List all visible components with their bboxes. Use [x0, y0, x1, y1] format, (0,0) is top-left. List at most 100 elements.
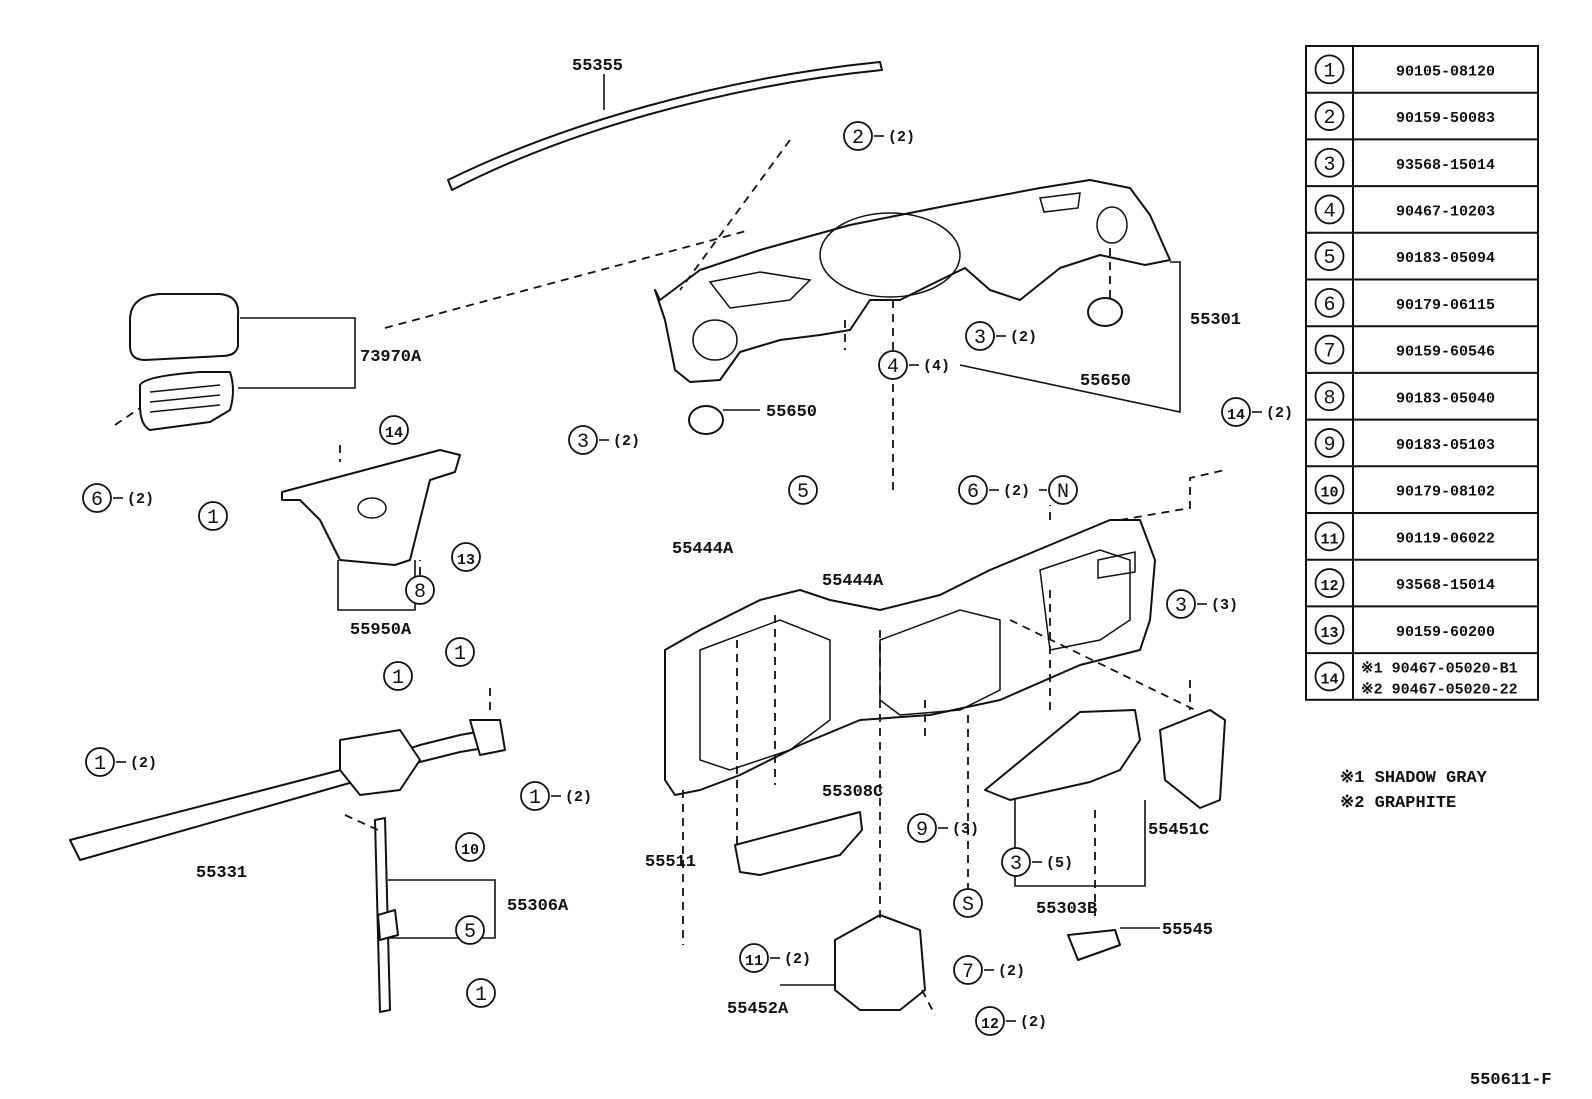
callout-quantity: (2): [1003, 483, 1030, 500]
table-row-number-circle: [1314, 428, 1345, 458]
table-row-number: 5: [1323, 247, 1335, 270]
callout-quantity: (5): [1046, 855, 1073, 872]
callout-quantity: (2): [127, 491, 154, 508]
drawing-center-cluster: [281, 449, 461, 566]
table-part-number: 90105-08120: [1396, 63, 1495, 80]
callout-circle: [379, 415, 409, 445]
drawing-vent-left: [688, 405, 724, 435]
callout-circle: [520, 781, 550, 811]
callout-S: S: [953, 888, 983, 918]
callout-number: 5: [797, 481, 809, 504]
table-row-number-circle: [1314, 474, 1345, 505]
callout-number: 11: [745, 953, 763, 970]
callout-7: 7(2): [953, 955, 1025, 985]
callout-number: 3: [1010, 853, 1022, 876]
leader-lines: [114, 74, 1226, 1016]
callout-number: 1: [475, 984, 487, 1007]
label-55650-right: 55650: [1080, 372, 1131, 391]
callout-5: 5: [455, 915, 485, 945]
table-row-number-circle: [1314, 54, 1345, 85]
table-row-number: 9: [1323, 434, 1335, 457]
table-row-number-circle: [1314, 614, 1345, 645]
drawing-windshield-moulding: [447, 61, 883, 191]
table-part-number: 90179-06115: [1396, 297, 1495, 314]
table-row-number-circle: [1314, 521, 1345, 552]
table-row-number: 12: [1320, 578, 1338, 595]
label-55511: 55511: [645, 853, 696, 872]
table-row-number-circle: [1314, 334, 1345, 365]
drawing-lower-cover: [984, 709, 1141, 801]
callout-circle: [953, 888, 983, 918]
callout-11: 11 (2): [739, 943, 811, 973]
table-row-number: 6: [1323, 294, 1335, 317]
callout-number: 3: [974, 327, 986, 350]
callout-number: 3: [577, 431, 589, 454]
callout-circle: [843, 121, 873, 151]
callout-quantity: (2): [784, 951, 811, 968]
table-part-number: 90159-60546: [1396, 344, 1495, 361]
table-part-number: 90119-06022: [1396, 530, 1495, 547]
callout-circle: [958, 475, 988, 505]
table-row-number: 13: [1320, 625, 1338, 642]
table-row-number: 8: [1323, 387, 1335, 410]
callout-circle: [568, 425, 598, 455]
callout-6: 6 (2): [82, 483, 154, 513]
table-row-number-circle: [1314, 381, 1345, 412]
callout-number: 8: [414, 581, 426, 604]
callout-number: 6: [91, 489, 103, 512]
table-part-number: 90179-08102: [1396, 484, 1495, 501]
table-part-number: ※1 90467-05020-B1: [1361, 660, 1518, 677]
drawing-upper-panel: [654, 179, 1171, 383]
callout-extra-letter: N: [1057, 481, 1069, 504]
drawing-vent-right: [1087, 297, 1123, 327]
callout-circle: [878, 350, 908, 380]
table-row-number-circle: [1314, 101, 1345, 131]
callout-10: 10: [455, 832, 485, 862]
callout-circle: [1166, 589, 1196, 619]
callout-circle: [1221, 397, 1251, 427]
callout-quantity: (2): [613, 433, 640, 450]
note-graphite: ※2 GRAPHITE: [1340, 794, 1456, 813]
drawing-reinforcement-bar: [69, 719, 506, 861]
callout-number: 5: [464, 921, 476, 944]
callout-2: 2(2): [843, 121, 915, 151]
callout-1: 1(2): [520, 781, 592, 811]
label-55950A: 55950A: [350, 621, 412, 640]
callout-4: 4(4): [878, 350, 950, 380]
callout-circle: [198, 501, 228, 531]
callout-quantity: (2): [998, 963, 1025, 980]
table-row-number-circle: [1314, 568, 1345, 598]
drawing-brace: [374, 817, 399, 1013]
callout-circle: [739, 943, 769, 973]
callout-1: 1: [198, 501, 228, 531]
drawing-side-cover-right: [1159, 709, 1226, 809]
table-part-number: 90183-05094: [1396, 250, 1495, 267]
table-row-number-circle: [1314, 661, 1345, 692]
callout-circle: [975, 1006, 1005, 1036]
label-55451C: 55451C: [1148, 821, 1209, 840]
callout-number: 3: [1175, 595, 1187, 618]
callout-circle: [907, 813, 937, 843]
callout-circle-extra: [1048, 475, 1078, 505]
table-part-number: 93568-15014: [1396, 157, 1495, 174]
callout-14: 14(2): [1221, 397, 1293, 427]
label-55650-left: 55650: [766, 403, 817, 422]
callout-quantity: (2): [1010, 329, 1037, 346]
callout-number: 1: [94, 753, 106, 776]
label-55444A-right: 55444A: [822, 572, 884, 591]
callout-number: 1: [454, 643, 466, 666]
table-row-number-circle: [1314, 287, 1345, 318]
label-55355: 55355: [572, 57, 623, 76]
callout-circle: [788, 475, 818, 505]
callout-quantity: (2): [1266, 405, 1293, 422]
callout-circle: [82, 483, 112, 513]
drawing-side-cover-left: [834, 914, 926, 1011]
callout-3: 3(3): [1166, 589, 1238, 619]
callout-number: 1: [392, 667, 404, 690]
callout-3: 3 (5): [1001, 847, 1073, 877]
label-73970A: 73970A: [360, 348, 422, 367]
table-row-number-circle: [1314, 194, 1345, 225]
table-row-number: 10: [1320, 485, 1338, 502]
callout-circle: [451, 542, 481, 572]
